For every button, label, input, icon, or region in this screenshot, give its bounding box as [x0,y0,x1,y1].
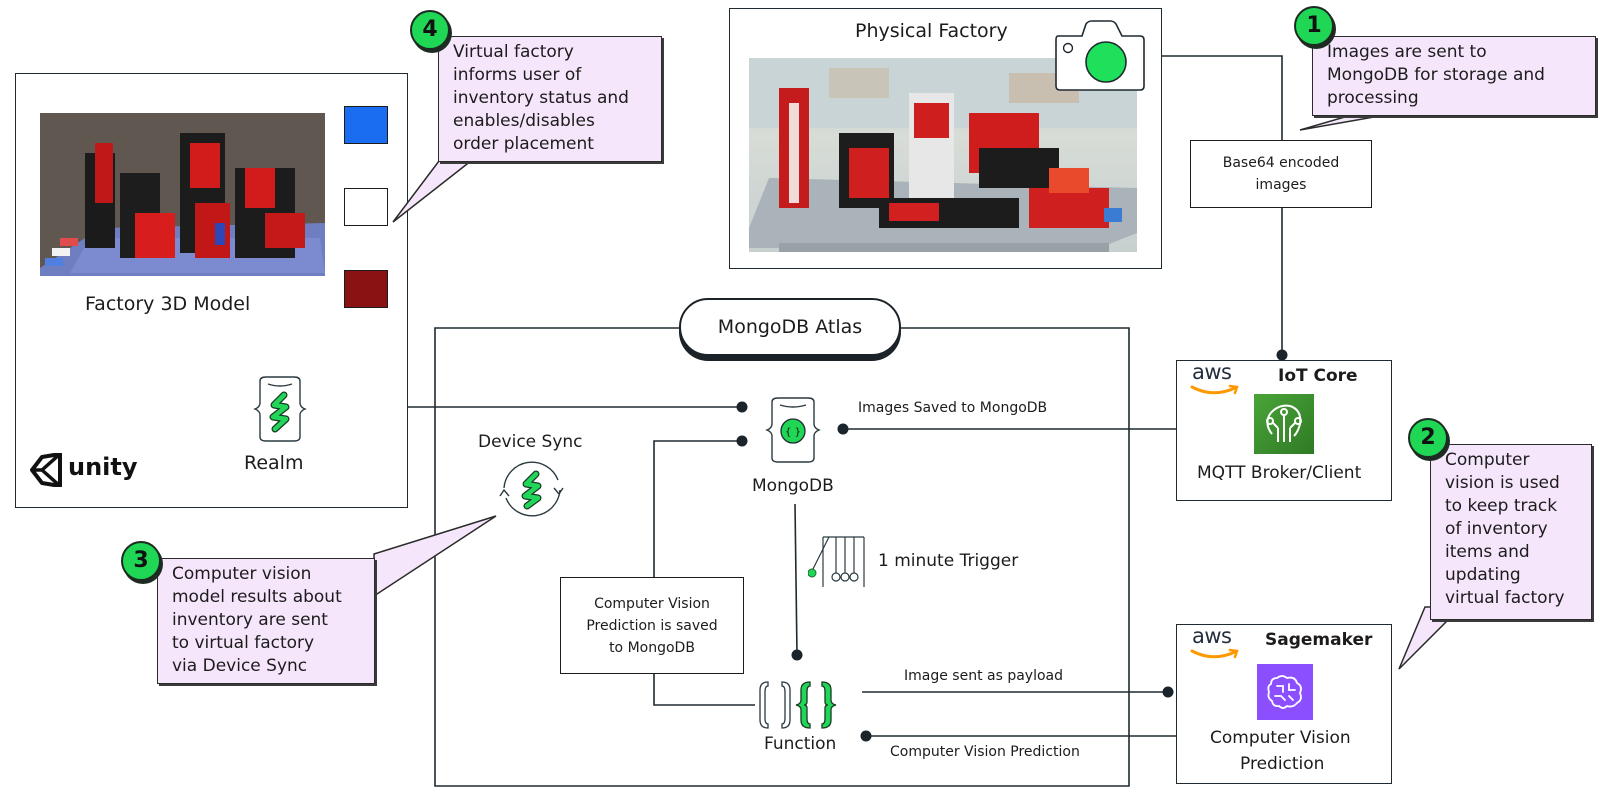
newtons-cradle-icon [807,536,865,587]
callout-3-line: model results about [172,587,342,607]
realm-node [244,375,316,443]
callout-2-line: updating [1445,565,1521,585]
callout-3-line: to virtual factory [172,633,315,653]
iot-core-icon [1254,394,1314,454]
inventory-swatch-white [344,188,388,226]
callout-3: Computer vision model results about inve… [157,558,375,684]
realm-label: Realm [244,452,304,474]
device-sync-icon [499,461,564,517]
edge-label-cv-prediction: Computer Vision Prediction [890,744,1080,760]
edge-label-image-payload: Image sent as payload [904,668,1064,684]
iot-core-title: IoT Core [1278,366,1358,386]
device-sync-label: Device Sync [478,432,583,452]
callout-3-pointer [373,515,497,598]
realm-icon [253,376,307,442]
aws-smile-icon [1190,384,1239,395]
factory-3d-model-label: Factory 3D Model [85,293,251,315]
inventory-swatch-red [344,270,388,308]
sagemaker-icon [1257,664,1313,720]
connector-dot [791,649,803,661]
edge-camera-iot [1155,55,1283,355]
callout-3-line: Computer vision [172,564,312,584]
svg-text:{ }: { } [785,427,801,438]
cv-saved-line: Prediction is saved [586,617,718,634]
callout-1-line: MongoDB for storage and [1327,65,1545,85]
callout-4-line: order placement [453,134,594,154]
sagemaker-caption-line-2: Prediction [1240,754,1325,774]
mongodb-node: { } [756,396,830,464]
callout-4: Virtual factory informs user of inventor… [438,36,662,162]
base64-encoded-images-box: Base64 encoded images [1190,140,1372,208]
edge-cvbox-mongodb [653,440,742,577]
unity-logo: unity [28,453,138,487]
mongodb-database-icon: { } [765,397,821,463]
iot-core-caption: MQTT Broker/Client [1197,463,1362,483]
mongodb-atlas-title: MongoDB Atlas [717,316,863,338]
callout-1-line: processing [1327,88,1419,108]
function-label: Function [764,734,837,754]
base64-label-line: images [1255,177,1307,193]
callout-2-line: virtual factory [1445,588,1565,608]
edge-label-images-saved: Images Saved to MongoDB [858,400,1048,416]
callout-2-line: items and [1445,542,1530,562]
connector-dot [837,423,849,435]
physical-factory-title: Physical Factory [855,20,1008,42]
function-node [756,680,840,730]
callout-2-line: vision is used [1445,473,1560,493]
cv-saved-line: Computer Vision [594,595,710,612]
callout-2-line: of inventory [1445,519,1548,539]
callout-4-line: enables/disables [453,111,595,131]
connector-dot [736,401,748,413]
callout-4-line: inventory status and [453,88,629,108]
callout-1-line: Images are sent to [1327,42,1487,62]
connector-dot [1276,349,1288,361]
base64-label-line: Base64 encoded [1222,155,1340,171]
callout-2-line: to keep track [1445,496,1558,516]
step-badge-2: 2 [1408,418,1448,458]
camera-icon [1055,20,1145,91]
cv-saved-line: to MongoDB [609,639,695,656]
callout-2: Computer vision is used to keep track of… [1430,444,1592,620]
atlas-container-border [434,327,1130,787]
callout-2-line: Computer [1445,450,1530,470]
device-sync-node [496,458,568,520]
step-badge-1: 1 [1294,6,1334,46]
inventory-swatch-blue [344,106,388,144]
callout-1: Images are sent to MongoDB for storage a… [1312,36,1596,116]
step-badge-3: 3 [121,541,161,581]
step-badge-4: 4 [410,10,450,50]
callout-4-line: Virtual factory [453,42,574,62]
function-braces-icon [759,681,837,729]
connector-dot [860,730,872,742]
callout-3-line: inventory are sent [172,610,328,630]
aws-smile-icon [1190,648,1239,659]
callout-3-line: via Device Sync [172,656,308,676]
mongodb-atlas-header: MongoDB Atlas [679,298,901,356]
factory-3d-model-image [40,113,325,276]
sagemaker-caption-line-1: Computer Vision [1210,728,1351,748]
mongodb-label: MongoDB [752,476,834,496]
callout-4-line: informs user of [453,65,582,85]
cv-prediction-saved-box: Computer Vision Prediction is saved to M… [560,577,744,674]
aws-logo: aws [1192,360,1232,384]
unity-wordmark: unity [68,453,138,481]
trigger-label: 1 minute Trigger [878,551,1019,571]
trigger-node [807,535,870,591]
sagemaker-title: Sagemaker [1265,630,1373,650]
aws-logo: aws [1192,624,1232,648]
connector-dot [736,435,748,447]
edge-mongodb-function [794,503,798,656]
camera-node [1052,18,1148,92]
unity-cube-icon [30,453,62,487]
edge-function-cvbox [653,673,755,706]
connector-dot [1162,686,1174,698]
